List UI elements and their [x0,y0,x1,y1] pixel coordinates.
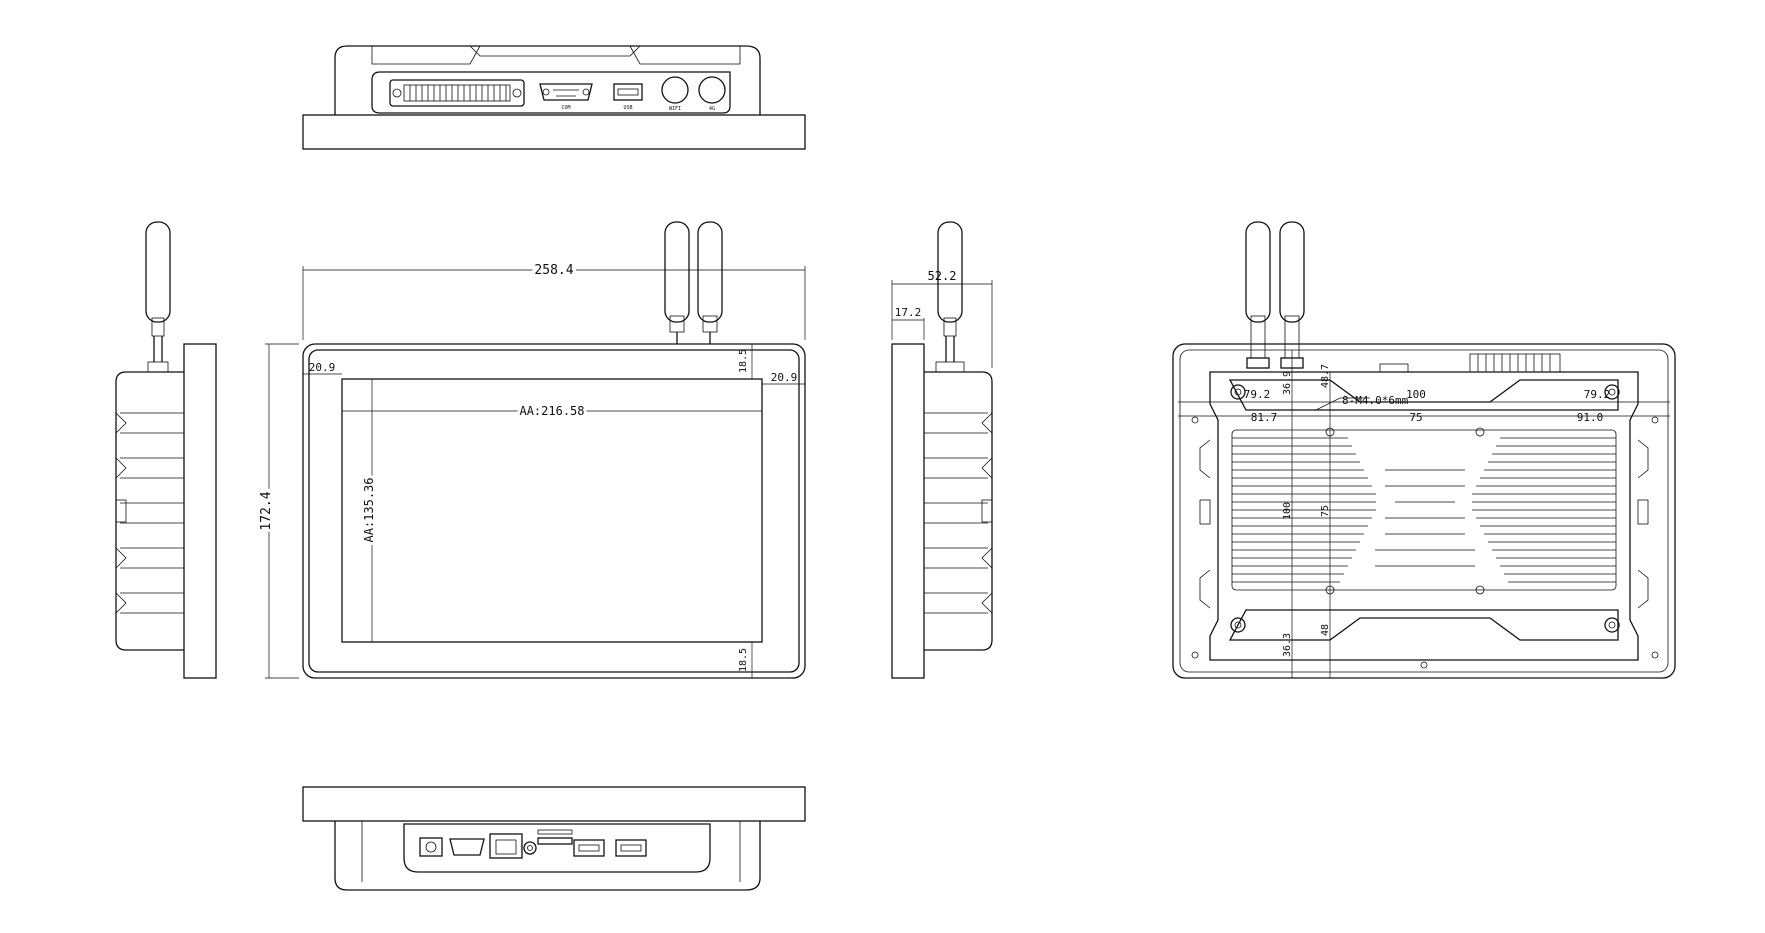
front-view: 258.4 172.4 20.9 20.9 18.5 18.5 AA:216.5… [256,221,806,679]
right-side-view: 52.2 17.2 [891,221,993,679]
top-view: COM USB WIFI 4G [302,45,806,150]
dim-depth-total: 52.2 [928,269,957,283]
dim-rear-bottom-offset2: 48 [1320,624,1331,636]
dim-overall-height: 172.4 [259,491,274,530]
dim-bezel-bottom: 18.5 [738,648,749,672]
top-knob2-label: 4G [709,106,715,112]
dim-bezel-right: 20.9 [771,371,798,384]
dim-bezel-top: 18.5 [738,349,749,373]
mounting-note: 8-M4.0*6mm [1342,394,1409,407]
dim-bezel-left: 20.9 [309,361,336,374]
rear-view: 79.2 81.7 79.2 91.0 100 75 36.9 48.7 100… [1172,221,1676,679]
dim-rear-hole-span-v2: 75 [1320,505,1331,517]
dim-rear-hole-span-h2: 75 [1409,411,1422,424]
dim-active-width: AA:216.58 [519,404,584,418]
dim-rear-bottom-offset: 36.3 [1282,633,1293,657]
dim-rear-left-bottom: 81.7 [1251,411,1278,424]
dim-rear-right-top: 79.2 [1584,388,1611,401]
dim-rear-hole-span-v: 100 [1282,502,1293,520]
dim-rear-top-offset: 36.9 [1282,371,1293,395]
top-knob1-label: WIFI [669,106,681,112]
dim-rear-hole-span-h: 100 [1406,388,1426,401]
dim-depth-front: 17.2 [895,306,922,319]
top-usb-label: USB [623,105,632,111]
dim-rear-top-offset2: 48.7 [1320,364,1331,388]
dim-rear-right-bottom: 91.0 [1577,411,1604,424]
dim-rear-left-top: 79.2 [1244,388,1271,401]
left-side-view [115,221,217,679]
dim-overall-width: 258.4 [534,263,573,278]
dim-active-height: AA:135.36 [362,477,376,542]
bottom-view [302,786,806,891]
top-serial-label: COM [561,105,570,111]
